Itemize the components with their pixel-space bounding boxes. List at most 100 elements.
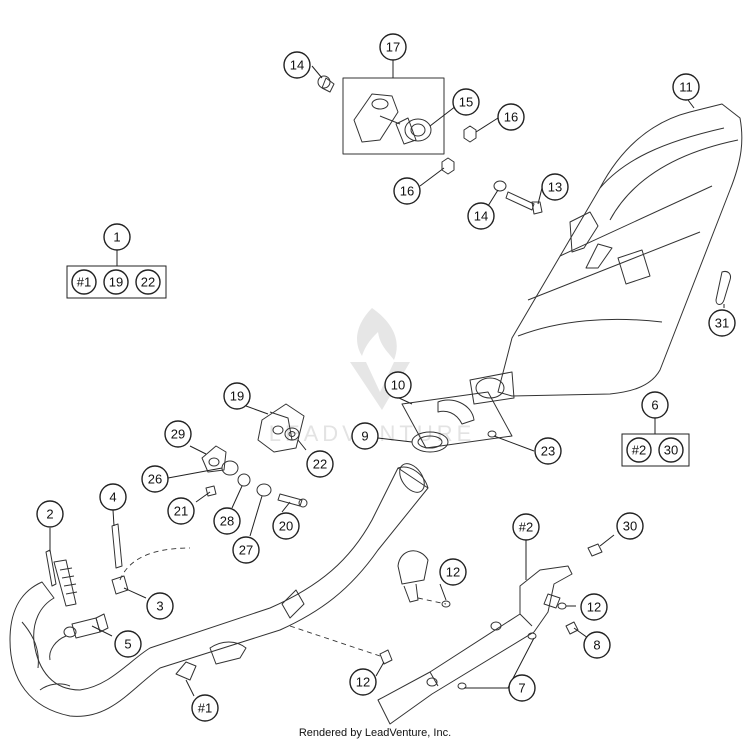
nut-part-16-left [441,157,455,175]
callout-12-low[interactable]: 12 [349,668,377,696]
bushing-part-28 [237,473,251,487]
callout-30[interactable]: 30 [616,512,644,540]
callout-23[interactable]: 23 [534,437,562,465]
svg-text:3: 3 [156,599,163,614]
svg-text:1: 1 [113,230,120,245]
washer-part-14 [493,180,507,192]
kit-1-item-header-1[interactable]: #1 [71,269,97,295]
callout-21[interactable]: 21 [167,497,195,525]
svg-text:14: 14 [290,58,304,73]
callout-11[interactable]: 11 [672,73,700,101]
flange-kit-box-17 [342,77,445,155]
svg-text:19: 19 [109,275,123,290]
svg-text:#2: #2 [632,443,646,458]
svg-text:5: 5 [124,637,131,652]
svg-text:26: 26 [148,472,162,487]
sensor-cable [119,547,191,581]
callout-8[interactable]: 8 [583,631,611,659]
callout-7[interactable]: 7 [508,674,536,702]
clip-part-3 [111,575,129,595]
svg-text:28: 28 [220,514,234,529]
leader-lines [49,60,725,697]
callout-10[interactable]: 10 [384,371,412,399]
strap-part-4 [111,523,123,569]
callout-4[interactable]: 4 [99,483,127,511]
kit-6-item-30[interactable]: 30 [658,437,684,463]
heat-shield-part-2 [377,565,573,725]
svg-text:11: 11 [679,80,693,95]
muffler-part-11 [469,103,743,405]
svg-text:27: 27 [239,543,253,558]
svg-text:17: 17 [386,40,400,55]
nut-part-16-right [463,125,477,143]
svg-text:12: 12 [446,565,460,580]
damper-part-29 [201,445,227,473]
washer-part-27 [256,483,272,497]
assembly-line-a [289,625,381,657]
screw-part-7-a [527,632,537,640]
kit-1-item-19[interactable]: 19 [103,269,129,295]
svg-text:21: 21 [174,504,188,519]
svg-text:2: 2 [46,507,53,522]
header-pipe-part-1 [9,463,429,717]
callout-6[interactable]: 6 [641,391,669,419]
callout-31[interactable]: 31 [708,309,736,337]
svg-text:23: 23 [541,444,555,459]
callout-17[interactable]: 17 [379,33,407,61]
svg-text:19: 19 [230,389,244,404]
flange-part [353,93,401,143]
screw-part-8 [565,621,579,635]
callout-27[interactable]: 27 [232,536,260,564]
callout-20[interactable]: 20 [272,512,300,540]
callout-14-mid[interactable]: 14 [467,202,495,230]
bolt-part-13 [505,191,543,215]
svg-text:22: 22 [141,275,155,290]
svg-text:20: 20 [279,519,293,534]
screw-part-7-b [457,682,467,690]
svg-text:#1: #1 [77,275,91,290]
callout-15[interactable]: 15 [452,88,480,116]
callout-29[interactable]: 29 [164,420,192,448]
svg-text:22: 22 [313,457,327,472]
svg-text:15: 15 [459,95,473,110]
svg-text:12: 12 [356,675,370,690]
svg-text:30: 30 [664,443,678,458]
assembly-line-b [417,597,447,605]
svg-text:14: 14 [474,209,488,224]
callout-22[interactable]: 22 [306,450,334,478]
callout-26[interactable]: 26 [141,465,169,493]
callout-heat-shield-2[interactable]: #2 [512,513,540,541]
svg-text:4: 4 [109,490,116,505]
clamp-part-12 [397,550,429,603]
sensor-part-2 [45,549,78,607]
kit-1-item-22[interactable]: 22 [135,269,161,295]
callout-12-right[interactable]: 12 [580,593,608,621]
screw-part-12-mid [441,600,451,608]
callout-16-top[interactable]: 16 [497,103,525,131]
clip-part-12-low [379,649,393,665]
callout-28[interactable]: 28 [213,507,241,535]
callout-header-1[interactable]: #1 [191,694,219,722]
callout-3[interactable]: 3 [146,592,174,620]
nut-part-30 [587,543,603,557]
svg-text:6: 6 [651,398,658,413]
oxygen-sensor-part-5 [63,613,109,639]
callout-12-mid[interactable]: 12 [439,558,467,586]
callout-19[interactable]: 19 [223,382,251,410]
svg-text:12: 12 [587,600,601,615]
callout-1[interactable]: 1 [103,223,131,251]
svg-text:29: 29 [171,427,185,442]
svg-text:30: 30 [623,519,637,534]
svg-text:16: 16 [504,110,518,125]
svg-text:31: 31 [715,316,729,331]
callout-2[interactable]: 2 [36,500,64,528]
screw-part-12-right [557,602,567,610]
callout-13[interactable]: 13 [541,173,569,201]
gasket-part-15 [395,117,432,145]
kit-6-item-heat-shield-2[interactable]: #2 [626,437,652,463]
callout-9[interactable]: 9 [351,422,379,450]
callout-16-mid[interactable]: 16 [393,177,421,205]
callout-5[interactable]: 5 [114,630,142,658]
svg-text:9: 9 [361,429,368,444]
callout-14-top[interactable]: 14 [283,51,311,79]
